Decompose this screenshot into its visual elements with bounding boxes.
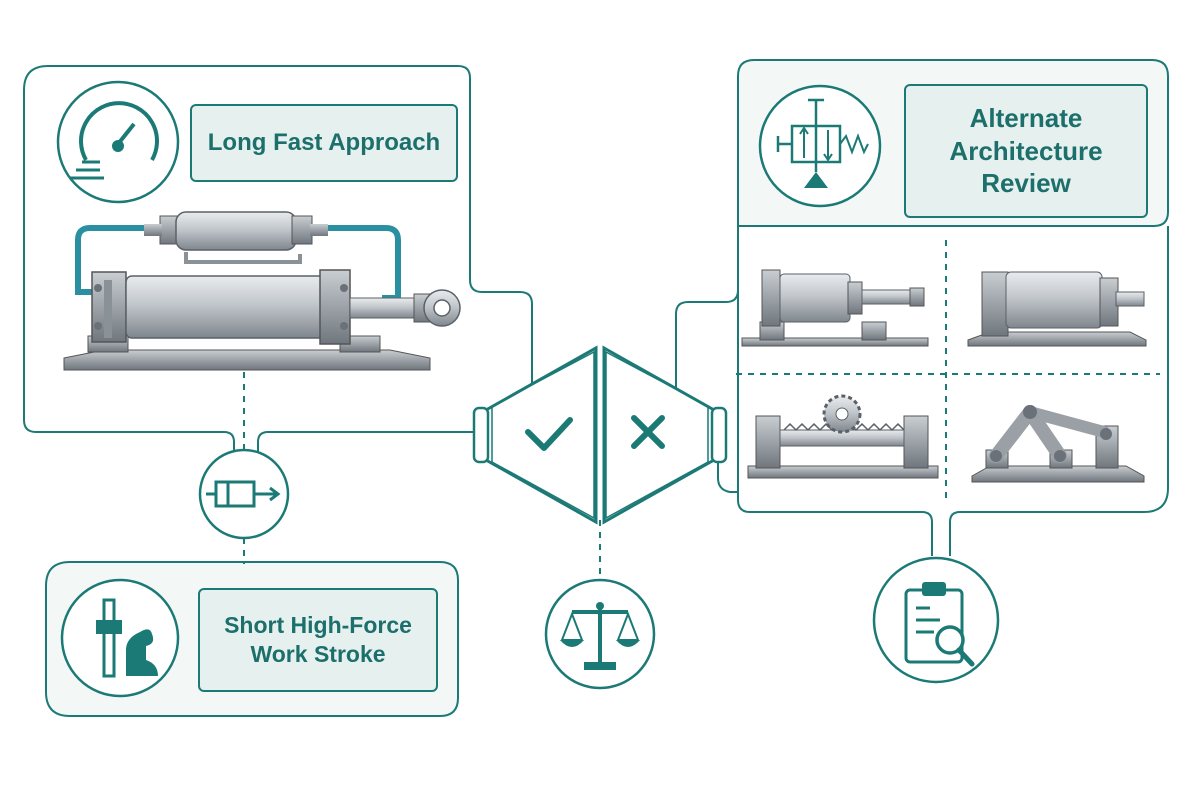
alternate-architecture-line3: Review (981, 168, 1071, 199)
short-high-force-label: Short High-Force Work Stroke (198, 588, 438, 692)
cross-icon (631, 415, 665, 449)
hydraulic-cylinder-assembly-image (63, 211, 461, 371)
short-high-force-line1: Short High-Force (224, 612, 412, 639)
balance-scale-icon (544, 578, 656, 690)
alternate-cylinder-1-image (741, 269, 929, 347)
long-fast-approach-text: Long Fast Approach (207, 129, 441, 156)
alternate-architecture-line2: Architecture (949, 135, 1103, 166)
right-side-frame (675, 226, 739, 390)
alternate-architecture-label: Alternate Architecture Review (904, 84, 1148, 218)
rack-and-pinion-image (747, 394, 939, 479)
force-arm-icon (60, 578, 180, 698)
cylinder-arrow-icon (198, 448, 290, 540)
check-icon (525, 417, 573, 451)
alternate-architecture-line1: Alternate (969, 103, 1083, 134)
long-fast-approach-label: Long Fast Approach (190, 104, 458, 182)
left-top-frame-bottom (23, 65, 235, 452)
left-top-frame (48, 65, 533, 390)
alternate-cylinder-2-image (967, 271, 1147, 347)
decision-diamond (472, 345, 728, 525)
right-lower-connector (717, 452, 738, 493)
short-high-force-line2: Work Stroke (250, 641, 386, 667)
clipboard-search-icon (872, 556, 1000, 684)
valve-symbol-icon (758, 84, 882, 208)
left-top-frame-right-bottom (257, 431, 474, 452)
speedometer-icon (56, 80, 180, 204)
right-lower-frame-2 (949, 226, 1169, 556)
right-lower-frame (737, 226, 933, 556)
toggle-linkage-image (971, 405, 1145, 483)
